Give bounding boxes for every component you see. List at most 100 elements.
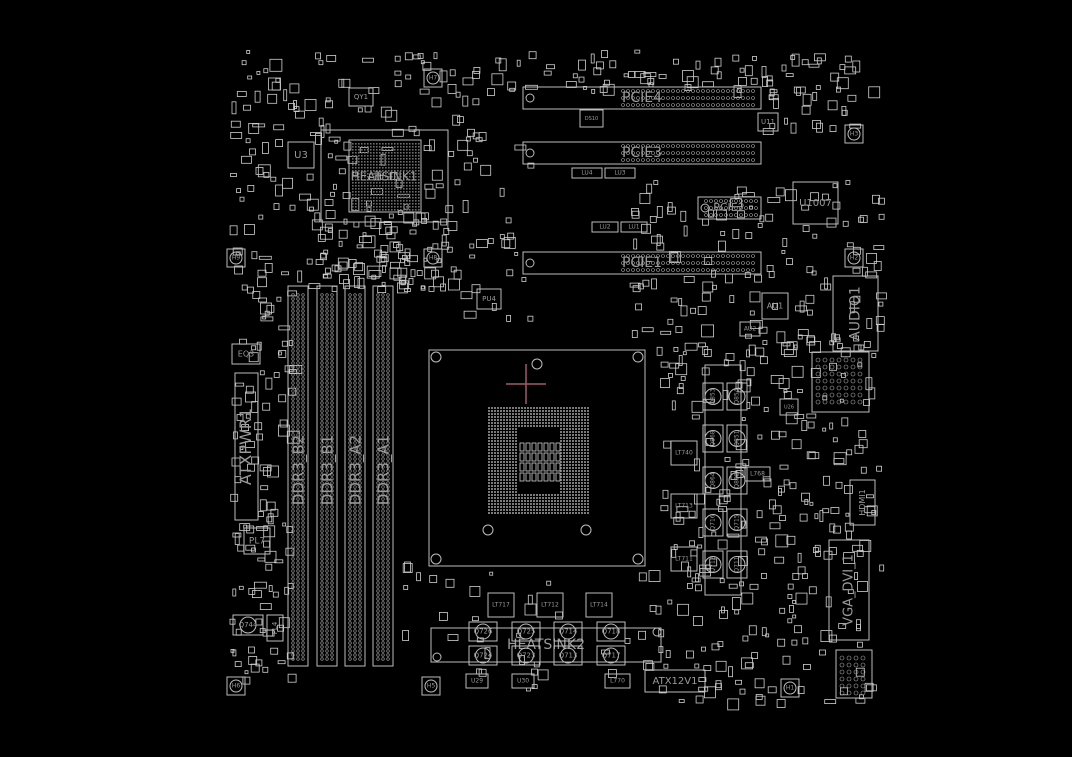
smd-pad: [239, 446, 244, 451]
component-lt717[interactable]: LT717: [487, 592, 515, 618]
component-q853[interactable]: Q853: [702, 382, 724, 411]
component-l770[interactable]: L770: [604, 673, 631, 689]
component-q851[interactable]: Q851: [726, 424, 748, 453]
component-qy1[interactable]: QY1: [348, 87, 374, 107]
component-q868[interactable]: Q868: [702, 424, 724, 453]
component-label: HEATSINK1: [351, 170, 418, 184]
component-pl7[interactable]: PL7: [243, 527, 271, 555]
cpu-socket[interactable]: [428, 349, 646, 567]
smd-pad: [687, 566, 692, 578]
component-q723[interactable]: Q723: [511, 645, 541, 666]
component-au1[interactable]: AU1: [761, 292, 789, 320]
pcie-slot-pcie4[interactable]: PCIE4: [522, 86, 762, 110]
pcie-slot-pcie1[interactable]: PCIE1: [522, 251, 762, 275]
smd-pad: [546, 64, 555, 70]
smd-pad: [785, 189, 797, 202]
smd-pad: [631, 330, 638, 338]
component-u11[interactable]: U11: [757, 112, 779, 132]
component-u26[interactable]: U26: [779, 398, 799, 416]
component-q854[interactable]: Q854: [726, 382, 748, 411]
component-lu4[interactable]: LU4: [571, 167, 603, 179]
component-vga-dvi-1[interactable]: VGA_DVI_1: [828, 539, 870, 641]
smd-pad: [769, 88, 775, 97]
smd-pad: [253, 581, 267, 589]
component-atxpwr1[interactable]: ATXPWR1: [234, 372, 259, 521]
component-u1007[interactable]: U1007: [792, 181, 839, 225]
smd-pad: [368, 270, 382, 278]
smd-pad: [812, 92, 818, 101]
component-lt740[interactable]: LT740: [670, 440, 698, 466]
component-label: AU1: [767, 302, 783, 311]
smd-pad: [794, 625, 802, 634]
component-label: VGA_DVI_1: [842, 554, 857, 626]
component-audio1[interactable]: AUDIO1: [832, 275, 879, 352]
component-l768[interactable]: L768: [744, 466, 771, 482]
component-lu1[interactable]: LU1: [620, 221, 648, 233]
smd-pad: [734, 193, 740, 199]
smd-pad: [819, 649, 826, 656]
component-u3[interactable]: U3: [287, 141, 315, 169]
component-lt712[interactable]: LT712: [536, 592, 564, 618]
smd-pad: [629, 282, 641, 288]
component-q726[interactable]: Q726: [468, 621, 498, 642]
pcie-slot-pcie3[interactable]: PCIE3: [522, 141, 762, 165]
component-q716[interactable]: Q716: [702, 508, 724, 537]
smd-pad: [260, 485, 269, 491]
smd-pad: [739, 688, 746, 695]
component-hdmi1[interactable]: HDMI1: [849, 479, 876, 526]
dimm-slot-ddr3_a1[interactable]: DDR3_A1: [372, 285, 394, 667]
dimm-slot-ddr3_b2[interactable]: DDR3_B2: [287, 285, 309, 667]
component-u30[interactable]: U30: [511, 673, 535, 689]
smd-pad: [724, 456, 731, 462]
heatsink1[interactable]: HEATSINK1: [320, 129, 449, 223]
component-q715[interactable]: Q715: [726, 508, 748, 537]
smd-pad: [531, 684, 538, 689]
dimm-slot-ddr3_a2[interactable]: DDR3_A2: [344, 285, 366, 667]
component-au2[interactable]: AU2: [739, 321, 761, 337]
component-atx12v1[interactable]: ATX12V1: [644, 669, 706, 693]
component-ds10[interactable]: DS10: [579, 109, 604, 128]
component-pl4[interactable]: PL4: [266, 614, 284, 642]
smd-pad: [824, 277, 828, 290]
smd-pad: [748, 625, 757, 636]
smd-pad: [782, 238, 788, 247]
dimm-slot-ddr3_b1[interactable]: DDR3_B1: [316, 285, 338, 667]
smd-pad: [858, 439, 868, 449]
component-lu2[interactable]: LU2: [591, 221, 619, 233]
smd-pad: [416, 572, 422, 582]
component-q713[interactable]: Q713: [553, 645, 583, 666]
smd-pad: [341, 78, 351, 88]
component-pu4[interactable]: PU4: [476, 288, 502, 310]
smd-pad: [856, 550, 864, 557]
smd-pad: [366, 265, 380, 279]
smd-pad: [353, 263, 366, 276]
component-label: Q716: [710, 514, 717, 530]
component-q712[interactable]: Q712: [702, 550, 724, 579]
component-lt713[interactable]: LT713: [670, 493, 698, 519]
component-eq3[interactable]: EQ3: [231, 343, 261, 365]
component-q725[interactable]: Q725: [511, 621, 541, 642]
component-q718[interactable]: Q718: [596, 621, 626, 642]
smd-pad: [872, 194, 880, 204]
smd-pad: [265, 377, 273, 390]
smd-pad: [241, 60, 247, 66]
component-q864[interactable]: Q864: [702, 466, 724, 495]
component-lu3[interactable]: LU3: [604, 167, 636, 179]
component-u29[interactable]: U29: [465, 673, 489, 689]
component-q714[interactable]: Q714: [553, 621, 583, 642]
smd-pad: [404, 52, 413, 61]
smd-pad: [635, 303, 642, 311]
component-q711[interactable]: Q711: [726, 550, 748, 579]
component-q744[interactable]: Q744: [232, 614, 264, 636]
component-q724[interactable]: Q724: [468, 645, 498, 666]
smd-pad: [762, 340, 768, 346]
component-q717[interactable]: Q717: [596, 645, 626, 666]
smd-pad: [778, 485, 785, 493]
smd-pad: [702, 281, 714, 293]
component-lt714[interactable]: LT714: [585, 592, 613, 618]
pcie-slot-pcie2[interactable]: PCIE2: [697, 196, 762, 220]
smd-pad: [364, 215, 376, 227]
smd-pad: [446, 246, 453, 253]
component-lt711[interactable]: LT711: [670, 546, 698, 572]
